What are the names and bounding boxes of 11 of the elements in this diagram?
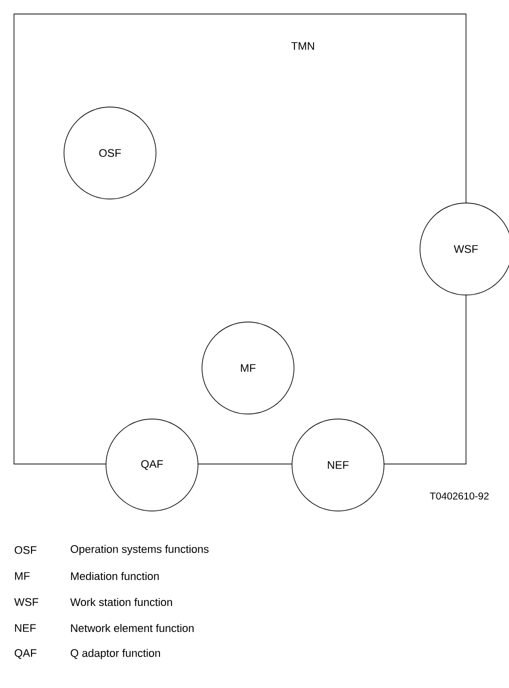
definition: Q adaptor function <box>70 648 160 660</box>
abbreviation: QAF <box>14 649 36 659</box>
definition: Mediation function <box>71 572 159 580</box>
definition: Operation systems functions <box>70 544 209 556</box>
definition: Network element function <box>71 624 194 632</box>
abbreviation: MF <box>15 572 30 580</box>
figure-number: T0402610-92 <box>430 492 489 500</box>
definition: Work station function <box>70 598 172 606</box>
abbreviation: OSF <box>14 546 36 554</box>
abbreviation: WSF <box>14 598 38 606</box>
abbreviation: NEF <box>15 624 36 632</box>
